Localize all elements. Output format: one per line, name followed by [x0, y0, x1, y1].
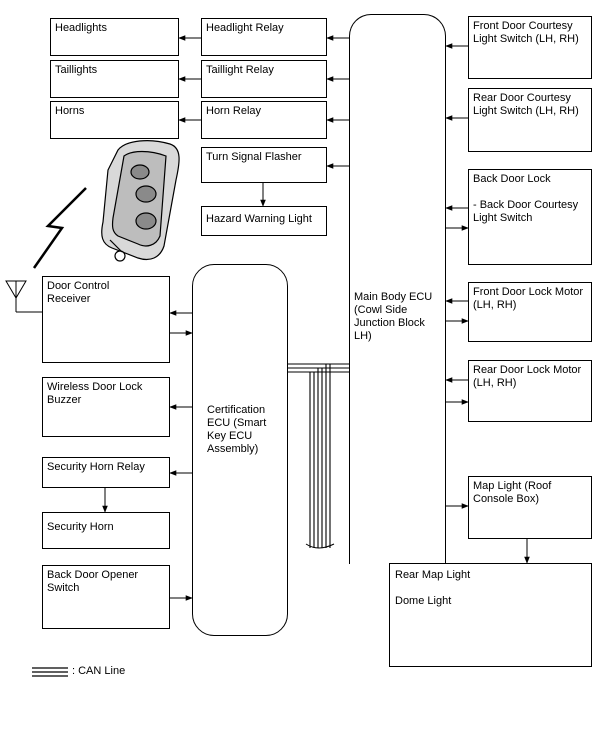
- antenna-icon: [5, 280, 42, 313]
- taillight-relay-box: Taillight Relay: [201, 60, 327, 98]
- key-fob-icon: [101, 140, 180, 262]
- wireless-signal-icon: [32, 187, 87, 269]
- map-light-box: Map Light (Roof Console Box): [468, 476, 592, 539]
- horns-box: Horns: [50, 101, 179, 139]
- front-door-courtesy-switch-box: Front Door Courtesy Light Switch (LH, RH…: [468, 16, 592, 79]
- back-door-lock-box: Back Door Lock - Back Door Courtesy Ligh…: [468, 169, 592, 265]
- rear-door-courtesy-switch-box: Rear Door Courtesy Light Switch (LH, RH): [468, 88, 592, 152]
- horn-relay-box: Horn Relay: [201, 101, 327, 139]
- headlight-relay-box: Headlight Relay: [201, 18, 327, 56]
- hazard-warning-light-box: Hazard Warning Light: [201, 206, 327, 236]
- rear-door-lock-motor-box: Rear Door Lock Motor (LH, RH): [468, 360, 592, 422]
- legend-can-line-sample: [32, 667, 68, 677]
- certification-ecu-box: [192, 264, 288, 636]
- security-horn-relay-box: Security Horn Relay: [42, 457, 170, 488]
- certification-ecu-label: Certification ECU (Smart Key ECU Assembl…: [207, 404, 267, 455]
- rear-map-dome-light-box: Rear Map Light Dome Light: [389, 563, 592, 667]
- main-body-ecu-label: Main Body ECU (Cowl Side Junction Block …: [354, 291, 433, 342]
- door-control-receiver-box: Door Control Receiver: [42, 276, 170, 363]
- legend-can-line-label: : CAN Line: [72, 665, 126, 677]
- wireless-door-lock-buzzer-box: Wireless Door Lock Buzzer: [42, 377, 170, 437]
- taillights-box: Taillights: [50, 60, 179, 98]
- can-line: [288, 363, 349, 548]
- headlights-box: Headlights: [50, 18, 179, 56]
- security-horn-box: Security Horn: [42, 512, 170, 549]
- turn-signal-flasher-box: Turn Signal Flasher: [201, 147, 327, 183]
- front-door-lock-motor-box: Front Door Lock Motor (LH, RH): [468, 282, 592, 342]
- main-body-ecu-box: [349, 14, 446, 564]
- back-door-opener-switch-box: Back Door Opener Switch: [42, 565, 170, 629]
